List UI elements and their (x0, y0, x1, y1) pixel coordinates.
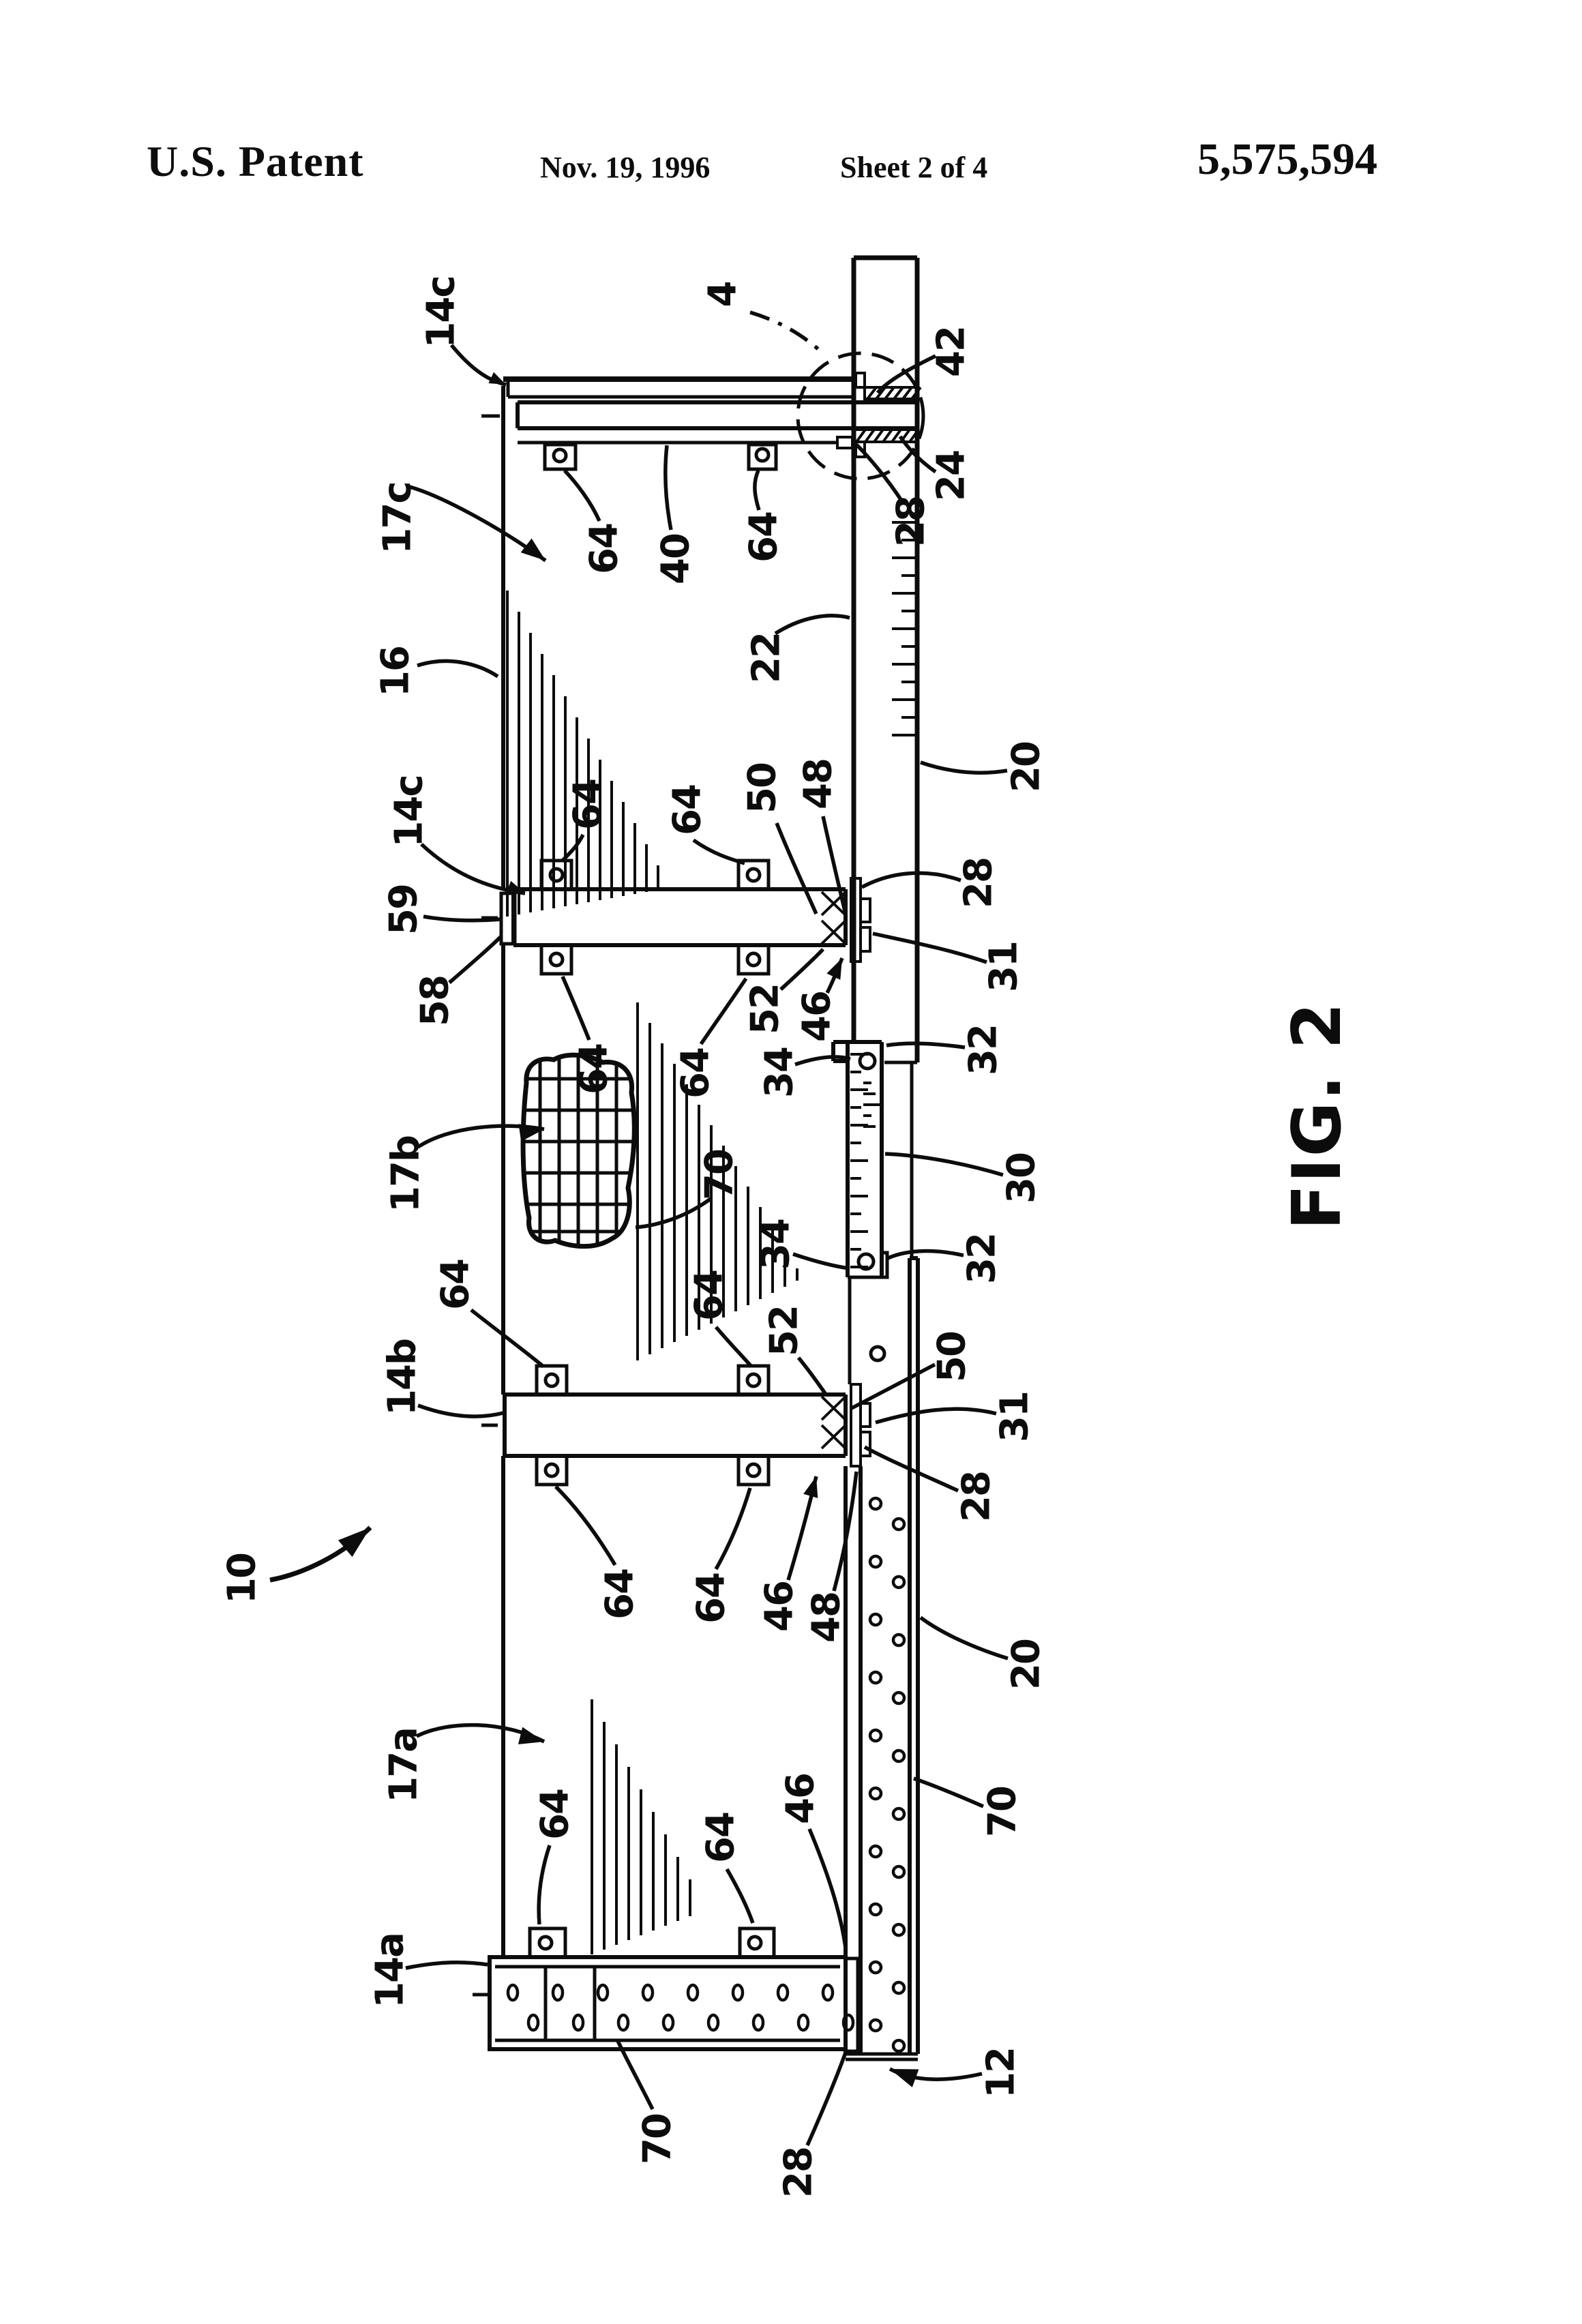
bracket-30 (831, 1040, 889, 1279)
wall-20-lower (844, 1062, 920, 2061)
ref-label-64-47: 64 (533, 1789, 578, 1840)
top-joint-hardware (852, 372, 922, 458)
publication-title: U.S. Patent (147, 137, 364, 185)
ref-label-50-36: 50 (930, 1332, 974, 1382)
ref-label-32-26: 32 (961, 1025, 1006, 1075)
ref-label-34-25: 34 (758, 1047, 802, 1098)
ref-label-46-24: 46 (795, 992, 839, 1042)
ref-label-64-39: 64 (598, 1569, 642, 1620)
grating-breakout-70 (520, 1052, 637, 1249)
ref-label-64-13: 64 (566, 779, 610, 830)
ref-label-64-48: 64 (699, 1813, 743, 1863)
ref-label-20-11: 20 (1004, 742, 1049, 792)
ref-label-30-29: 30 (1000, 1153, 1044, 1204)
ref-label-20-45: 20 (1004, 1639, 1049, 1690)
wall-hatching (850, 521, 915, 1268)
clip-64-top (543, 443, 778, 471)
ref-label-52-23: 52 (743, 984, 788, 1034)
ref-label-59-17: 59 (382, 884, 426, 935)
leader-lines (269, 310, 1009, 2147)
ref-label-17c-3: 17c (376, 482, 420, 554)
detail-circle-4 (796, 351, 925, 481)
ref-label-52-35: 52 (762, 1306, 807, 1356)
ref-label-12-53: 12 (979, 2048, 1024, 2098)
ref-label-28-19: 28 (957, 858, 1001, 908)
deck-top-rail (503, 376, 854, 399)
ref-label-32-31: 32 (960, 1234, 1004, 1284)
ref-label-14c-0: 14c (419, 276, 464, 348)
ref-label-48-16: 48 (796, 759, 841, 809)
crossbeam-14b (503, 1364, 848, 1487)
joint-hardware-14c (820, 877, 871, 963)
leader-detail-4 (749, 310, 820, 351)
panel-hatching (506, 591, 799, 1954)
centerline-ticks (473, 414, 500, 1997)
ref-label-14a-50: 14a (368, 1933, 413, 2008)
joint-hardware-14b (820, 1383, 871, 1468)
ref-label-10-43: 10 (220, 1553, 265, 1604)
ref-label-34-30: 34 (754, 1219, 799, 1270)
ref-label-28-38: 28 (955, 1472, 999, 1522)
ref-label-40-5: 40 (654, 534, 698, 584)
ref-label-48-42: 48 (805, 1592, 849, 1643)
ref-label-46-41: 46 (758, 1581, 802, 1632)
ref-label-17a-44: 17a (382, 1728, 426, 1803)
ref-label-16-9: 16 (374, 646, 418, 697)
crossbeam-14c (499, 859, 848, 976)
ref-label-58-18: 58 (413, 976, 458, 1026)
ref-label-64-14: 64 (666, 785, 710, 835)
leader-arrowheads (338, 372, 919, 2087)
ref-label-64-21: 64 (572, 1044, 616, 1094)
ref-label-64-32: 64 (434, 1260, 478, 1310)
ref-label-4-1: 4 (701, 282, 745, 307)
ref-label-50-15: 50 (741, 763, 785, 814)
ref-label-17b-27: 17b (384, 1136, 428, 1212)
ref-label-64-4: 64 (582, 524, 627, 574)
ref-label-42-2: 42 (929, 327, 974, 377)
ref-label-31-37: 31 (993, 1392, 1037, 1442)
ref-label-14b-33: 14b (380, 1339, 425, 1416)
ref-label-24-7: 24 (929, 451, 974, 501)
patent-number: 5,575,594 (1197, 134, 1377, 184)
sheet-indicator: Sheet 2 of 4 (840, 151, 988, 184)
ref-label-70-28: 70 (698, 1150, 742, 1200)
ref-label-64-40: 64 (689, 1573, 734, 1624)
ref-label-64-6: 64 (742, 512, 786, 563)
ref-label-70-51: 70 (636, 2114, 680, 2164)
ref-label-28-8: 28 (889, 496, 934, 547)
sill-14a (488, 1926, 860, 2053)
ref-label-22-10: 22 (745, 633, 789, 683)
ref-label-64-22: 64 (674, 1048, 718, 1099)
ref-label-70-46: 70 (981, 1787, 1025, 1837)
ref-label-28-52: 28 (777, 2147, 821, 2198)
ref-label-31-20: 31 (982, 942, 1026, 992)
publication-date: Nov. 19, 1996 (540, 151, 711, 184)
ref-label-46-49: 46 (779, 1774, 823, 1824)
figure-caption: FIG. 2 (1279, 1001, 1356, 1230)
ref-label-14c-12: 14c (387, 775, 432, 847)
ref-label-64-34: 64 (687, 1270, 732, 1321)
